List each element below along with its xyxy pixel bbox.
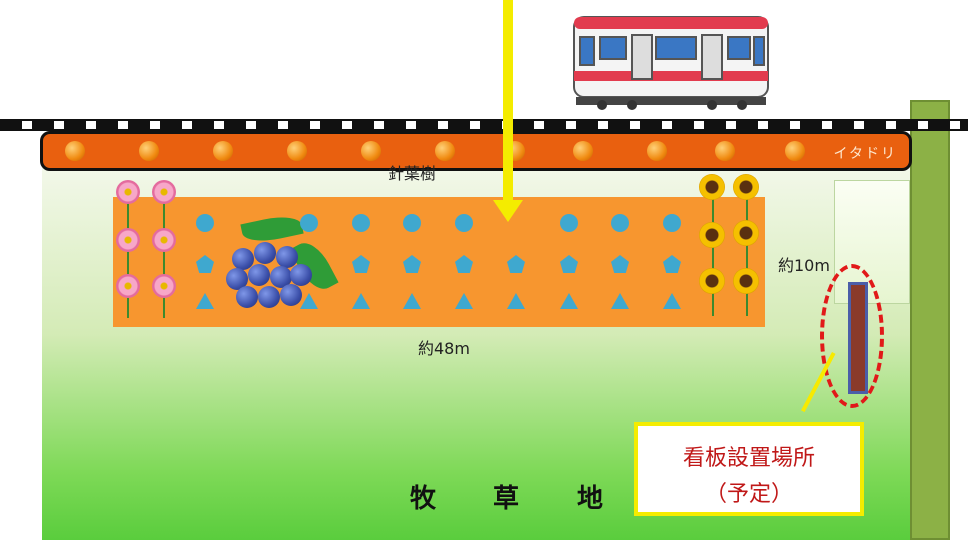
itadori-marker [65,141,85,161]
cosmos-flower-icon [152,274,176,298]
itadori-marker [785,141,805,161]
pasture-label-char: 地 [577,484,604,514]
pasture-label-char: 牧 [410,484,437,514]
callout-subtitle: （予定） [704,482,793,507]
cosmos-flower-icon [116,228,140,252]
berry [226,268,248,290]
berry [248,264,270,286]
cosmos-stem [163,188,165,318]
cosmos-stem [127,188,129,318]
sunflower-icon [699,268,725,294]
berry [232,248,254,270]
sunflower-icon [699,174,725,200]
train-icon [573,16,769,110]
sunflower-icon [733,174,759,200]
callout-title: 看板設置場所 [682,446,815,471]
width-label: 約48m [418,339,470,358]
signboard-highlight-ring [820,264,884,408]
itadori-marker [213,141,233,161]
itadori-label: イタドリ [833,146,897,162]
railway-track [0,119,968,131]
sunflower-stem [712,186,714,316]
itadori-marker [361,141,381,161]
cosmos-flower-icon [152,228,176,252]
sunflower-group [696,172,766,320]
itadori-marker [647,141,667,161]
cosmos-flower-icon [152,180,176,204]
fence-post [910,100,950,540]
blueberry-leaf [240,212,304,246]
pasture-label-char: 草 [493,484,520,514]
cosmos-group [113,178,183,318]
yellow-arrow-shaft [503,0,513,206]
sunflower-stem [746,186,748,316]
itadori-marker [287,141,307,161]
berry [258,286,280,308]
signboard-callout: 看板設置場所 （予定） [634,422,864,516]
cosmos-flower-icon [116,180,140,204]
conifer-label: 針葉樹 [388,164,437,183]
berry [280,284,302,306]
sunflower-icon [733,268,759,294]
itadori-marker [573,141,593,161]
berry [236,286,258,308]
sunflower-icon [699,222,725,248]
height-label: 約10m [778,256,830,275]
itadori-strip: イタドリ [40,131,912,171]
berry [270,266,292,288]
sunflower-icon [733,220,759,246]
berry [254,242,276,264]
blueberry-icon [222,210,339,320]
cosmos-flower-icon [116,274,140,298]
berry [290,264,312,286]
flower-bed [113,197,765,327]
itadori-marker [435,141,455,161]
berry [276,246,298,268]
itadori-marker [139,141,159,161]
itadori-marker [715,141,735,161]
